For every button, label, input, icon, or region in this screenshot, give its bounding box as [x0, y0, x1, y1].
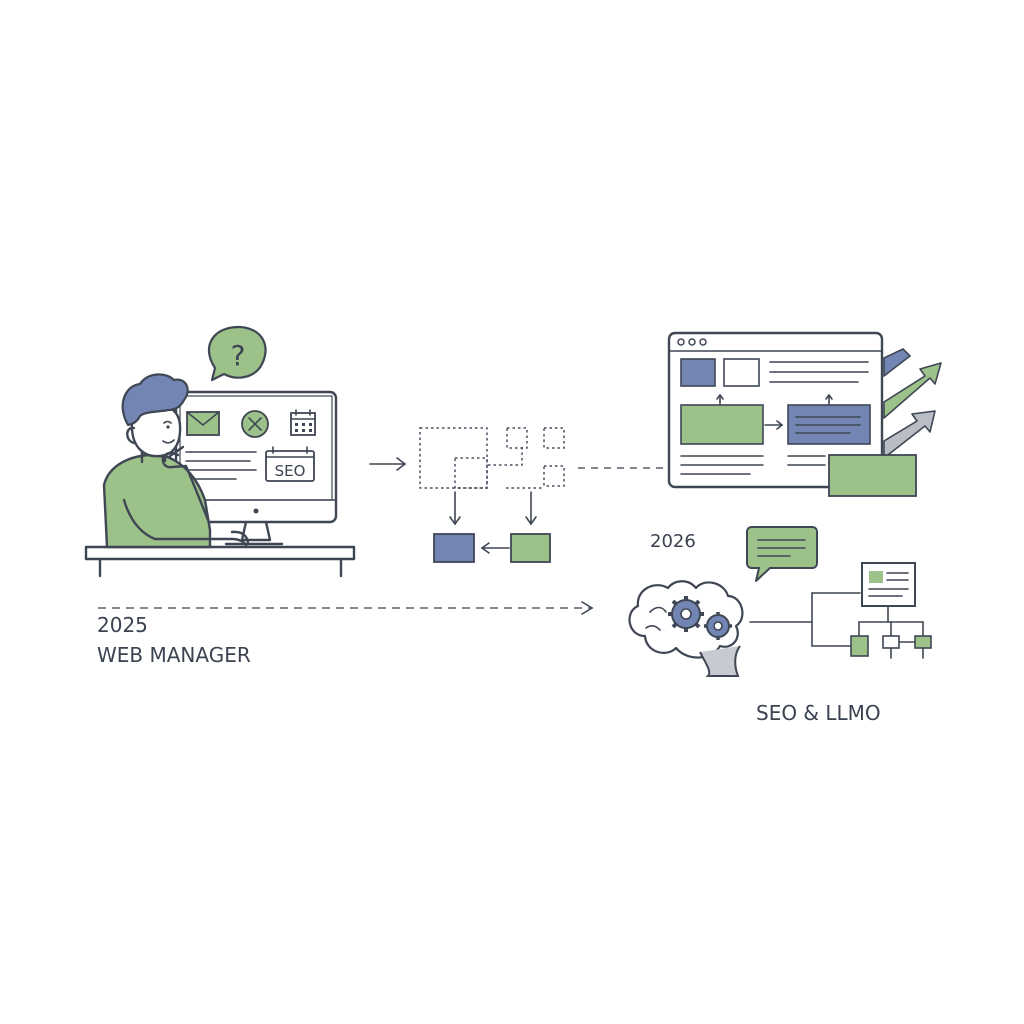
flow-arrows — [449, 491, 537, 554]
arrow-right-small — [369, 457, 407, 471]
year-end-label: 2026 — [650, 531, 696, 552]
person — [102, 373, 250, 549]
chat-bubble-icon — [746, 526, 818, 582]
desk — [84, 545, 356, 578]
year-start-label: 2025 — [97, 613, 148, 637]
dotted-wireframe — [419, 427, 565, 489]
web-manager-scene: SEO ? — [84, 325, 356, 578]
sitemap-tree-icon — [749, 562, 932, 659]
question-mark: ? — [231, 339, 246, 372]
brain-gears-icon — [628, 580, 744, 677]
seo-badge-icon: SEO — [265, 446, 315, 482]
role-start-label: WEB MANAGER — [97, 643, 251, 667]
seo-badge-label: SEO — [275, 462, 306, 480]
blue-block — [433, 533, 475, 563]
question-bubble-icon: ? — [208, 325, 267, 382]
layout-transition — [369, 427, 665, 563]
growth-arrows-icon — [828, 348, 942, 497]
envelope-icon — [186, 411, 220, 436]
timeline-arrow — [98, 601, 594, 615]
role-end-label: SEO & LLMO — [756, 701, 881, 725]
green-block — [510, 533, 551, 563]
screen-text-lines — [185, 451, 257, 480]
close-circle-icon — [241, 410, 269, 438]
calendar-icon — [290, 409, 316, 436]
browser-window-icon — [667, 331, 884, 489]
